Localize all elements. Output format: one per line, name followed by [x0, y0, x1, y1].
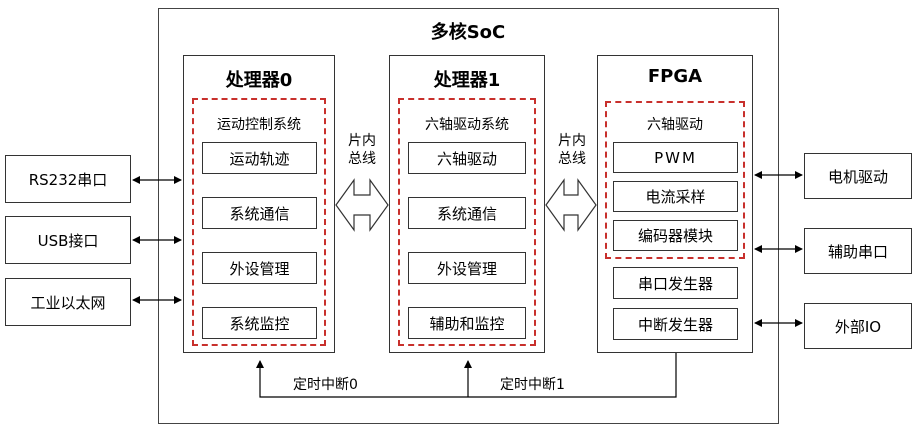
p0-item-trajectory: 运动轨迹: [202, 142, 317, 174]
processor0-group-title: 运动控制系统: [217, 117, 301, 133]
bus-left-label: 片内 总线: [338, 132, 386, 168]
timer-interrupt-1-label: 定时中断1: [500, 377, 565, 393]
p1-item-aux-monitor: 辅助和监控: [408, 307, 526, 339]
bus-right-line2: 总线: [558, 151, 586, 167]
fpga-uart-generator: 串口发生器: [613, 267, 738, 299]
p1-item-comm: 系统通信: [408, 197, 526, 229]
fpga-item-current-sampling: 电流采样: [613, 181, 738, 212]
port-usb: USB接口: [5, 216, 131, 264]
processor0-title: 处理器0: [225, 70, 293, 91]
port-aux-uart: 辅助串口: [804, 228, 912, 274]
p1-item-drive: 六轴驱动: [408, 142, 526, 174]
processor1-group-frame: [398, 98, 536, 346]
processor0-group-frame: [192, 98, 326, 346]
fpga-title: FPGA: [647, 66, 703, 87]
p0-item-comm: 系统通信: [202, 197, 317, 229]
fpga-group-frame: [605, 101, 745, 259]
fpga-interrupt-generator: 中断发生器: [613, 308, 738, 340]
processor1-group-title: 六轴驱动系统: [425, 117, 509, 133]
bus-left-line2: 总线: [348, 151, 376, 167]
port-ethernet: 工业以太网: [5, 278, 131, 326]
fpga-group-title: 六轴驱动: [647, 117, 703, 133]
soc-title: 多核SoC: [430, 22, 506, 43]
port-external-io: 外部IO: [804, 303, 912, 349]
fpga-item-encoder: 编码器模块: [613, 220, 738, 251]
p0-item-monitor: 系统监控: [202, 307, 317, 339]
fpga-item-pwm: PWM: [613, 142, 738, 173]
port-rs232: RS232串口: [5, 155, 131, 203]
p1-item-peripheral: 外设管理: [408, 252, 526, 284]
port-motor-driver: 电机驱动: [804, 153, 912, 199]
bus-right-label: 片内 总线: [548, 132, 596, 168]
timer-interrupt-0-label: 定时中断0: [293, 377, 358, 393]
bus-right-line1: 片内: [558, 133, 586, 149]
processor1-title: 处理器1: [433, 70, 501, 91]
p0-item-peripheral: 外设管理: [202, 252, 317, 284]
bus-left-line1: 片内: [348, 133, 376, 149]
